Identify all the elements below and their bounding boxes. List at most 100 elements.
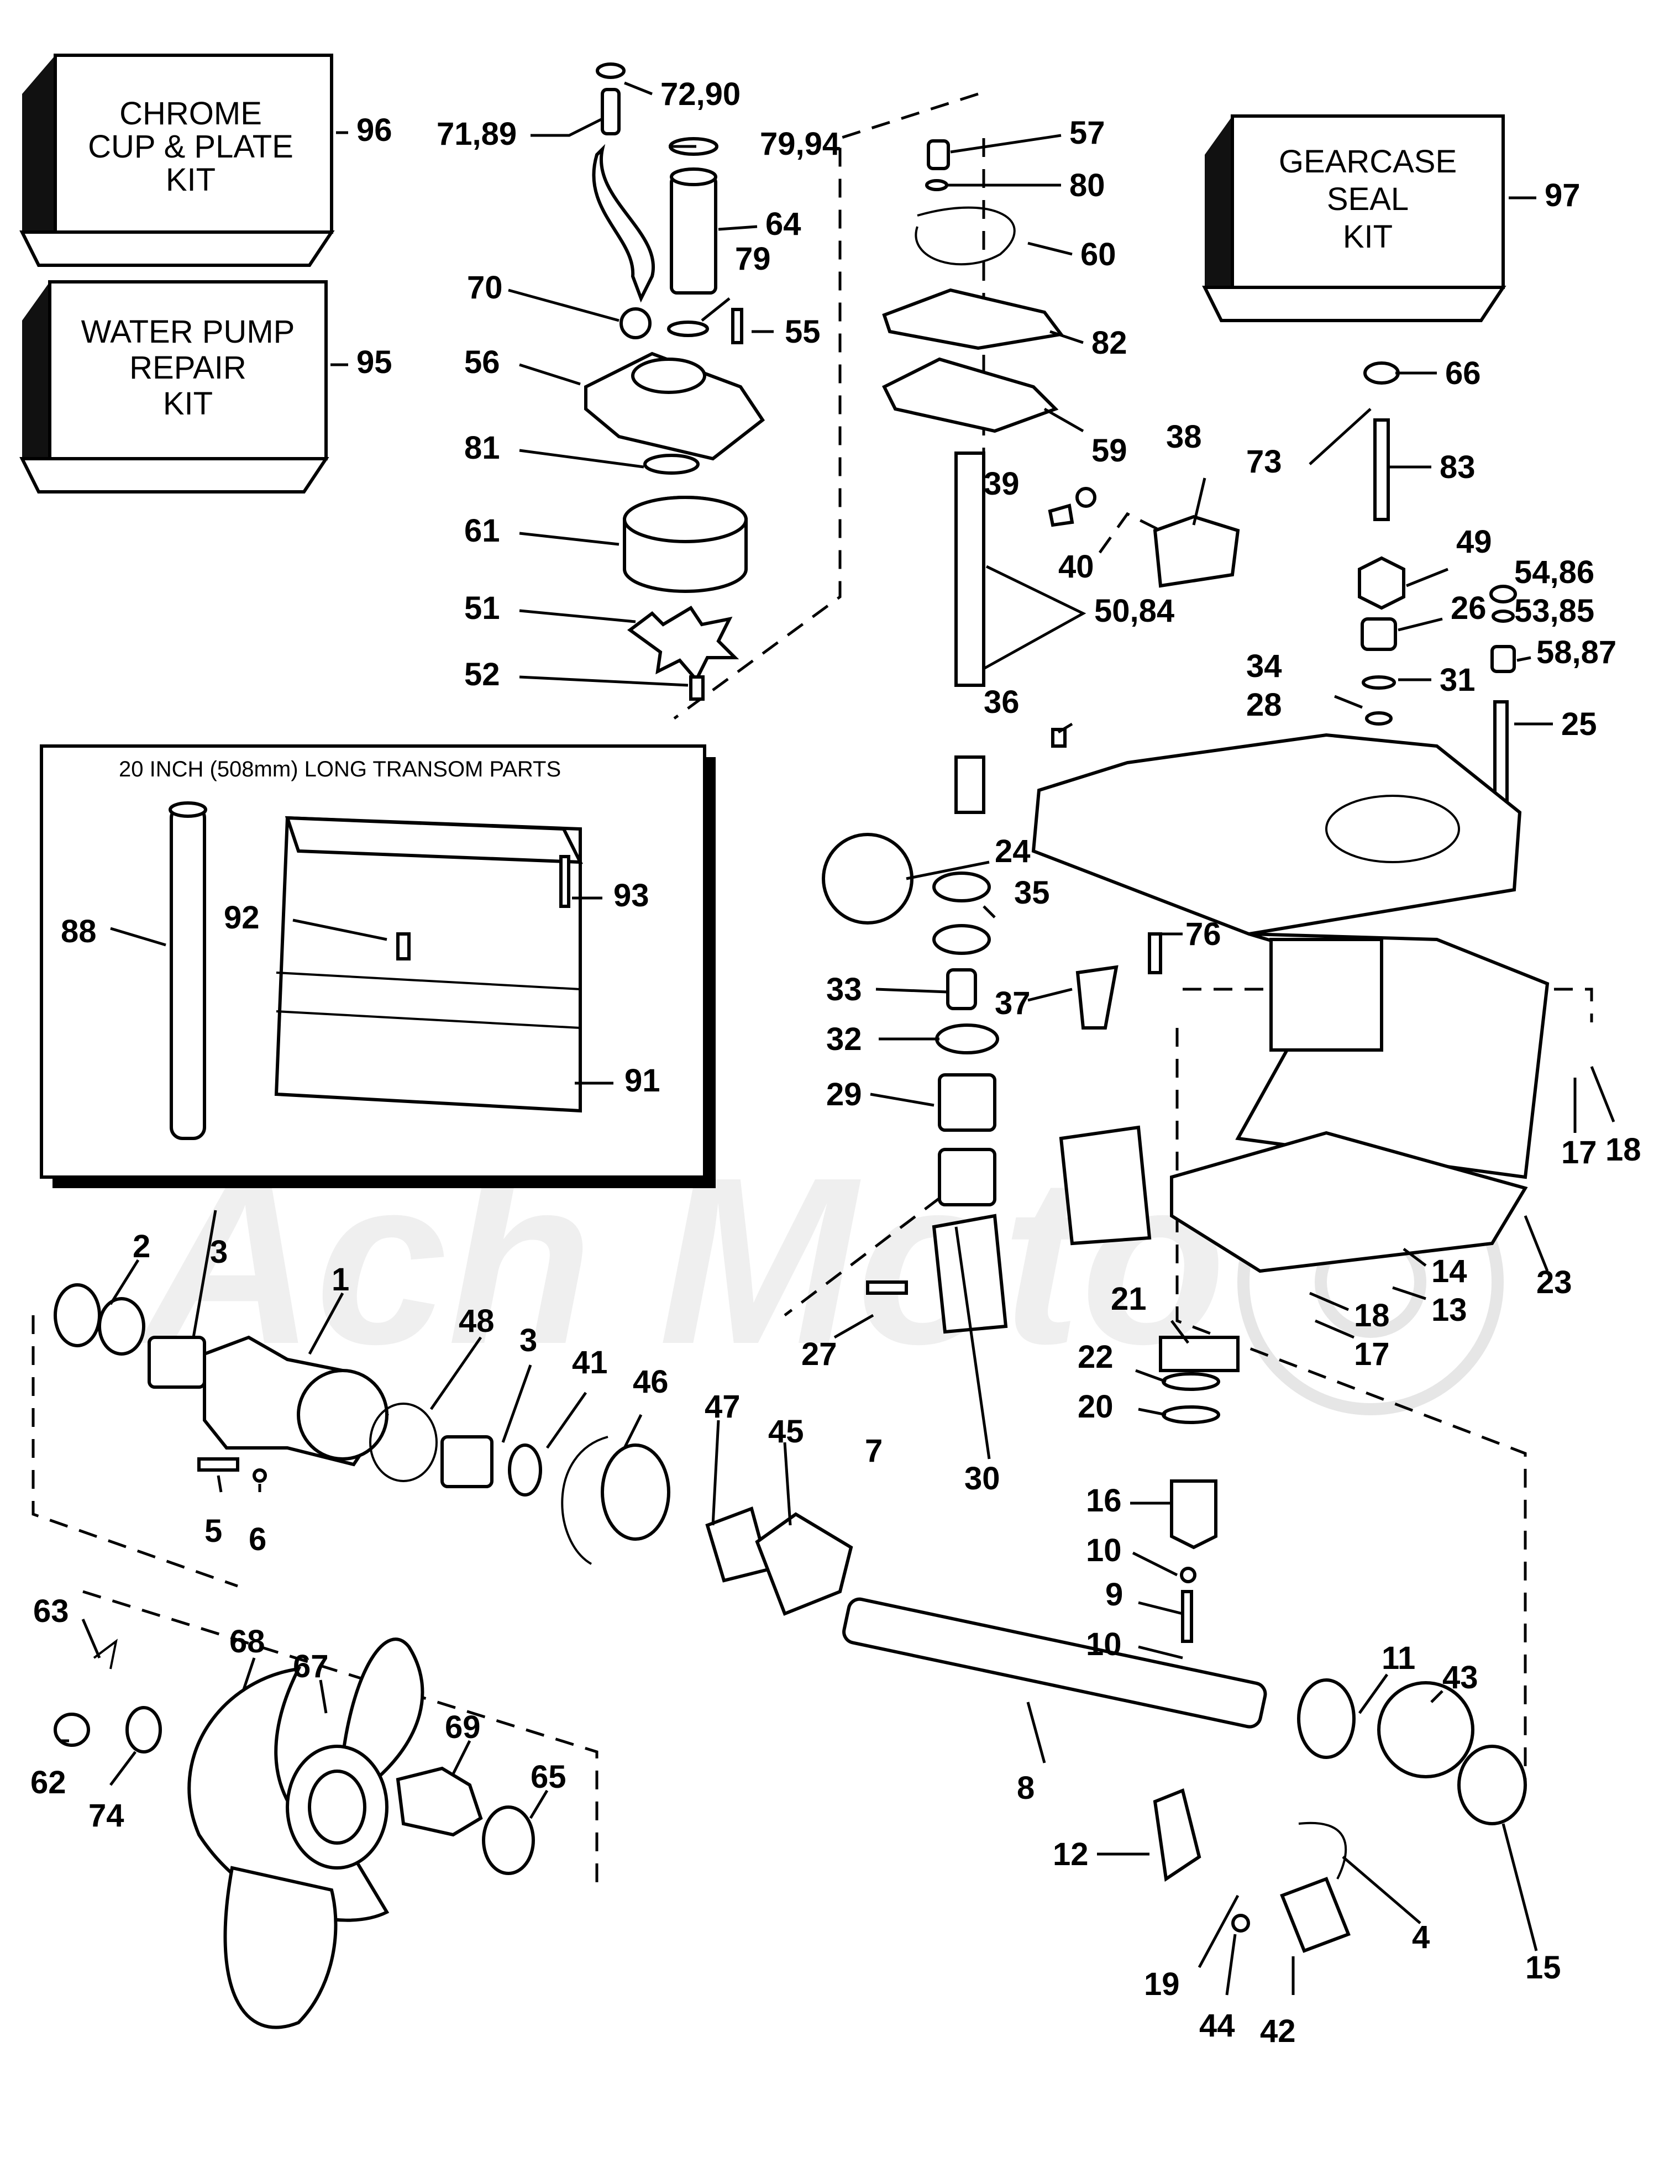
kit-number-95: 95 xyxy=(356,344,392,380)
callout-8: 8 xyxy=(1017,1770,1035,1806)
callout-50-84: 50,84 xyxy=(1094,593,1174,629)
callout-30: 30 xyxy=(964,1461,1000,1497)
water-pump-kit-box: WATER PUMP REPAIR KIT 95 xyxy=(19,280,392,494)
callout-79-94: 79,94 xyxy=(760,126,840,162)
callout-60: 60 xyxy=(1080,237,1116,272)
callout-14: 14 xyxy=(1431,1253,1467,1289)
callout-83: 83 xyxy=(1440,449,1476,485)
callout-56: 56 xyxy=(464,344,500,380)
gearcase-kit-line-1: GEARCASE xyxy=(1279,144,1457,180)
callout-3-right: 3 xyxy=(519,1322,537,1358)
callout-32: 32 xyxy=(826,1021,862,1057)
callout-1: 1 xyxy=(332,1262,349,1298)
callout-61: 61 xyxy=(464,513,500,549)
callout-15: 15 xyxy=(1525,1950,1561,1986)
prop-shaft-assembly xyxy=(54,1283,1527,1953)
callout-53-85: 53,85 xyxy=(1514,593,1594,629)
callout-27: 27 xyxy=(801,1336,837,1372)
callout-68: 68 xyxy=(229,1624,265,1660)
gearcase-kit-line-2: SEAL xyxy=(1327,181,1409,217)
callout-24: 24 xyxy=(995,833,1031,869)
long-transom-box: 20 INCH (508mm) LONG TRANSOM PARTS 88 92… xyxy=(40,744,716,1188)
callout-42: 42 xyxy=(1260,2013,1296,2049)
callout-19: 19 xyxy=(1144,1966,1180,2002)
callout-18-lower: 18 xyxy=(1354,1298,1390,1334)
callout-34: 34 xyxy=(1246,648,1282,684)
callout-41: 41 xyxy=(572,1345,608,1380)
callout-26: 26 xyxy=(1451,590,1487,626)
callout-74: 74 xyxy=(88,1798,124,1834)
water-pump-kit-line-1: WATER PUMP xyxy=(81,314,295,350)
label-88: 88 xyxy=(61,914,97,949)
callout-70: 70 xyxy=(467,270,503,306)
callout-6: 6 xyxy=(249,1521,266,1557)
callout-45: 45 xyxy=(768,1414,804,1450)
callout-80: 80 xyxy=(1069,167,1105,203)
gearcase-kit-box: GEARCASE SEAL KIT 97 xyxy=(1202,114,1581,322)
callout-7: 7 xyxy=(865,1433,883,1469)
callout-11: 11 xyxy=(1382,1640,1415,1676)
water-pump-kit-line-2: REPAIR xyxy=(129,350,246,386)
shift-rod-parts xyxy=(1358,361,1517,803)
callout-55: 55 xyxy=(785,314,821,350)
callout-2: 2 xyxy=(133,1229,150,1264)
callout-66: 66 xyxy=(1445,355,1481,391)
chrome-kit-box: CHROME CUP & PLATE KIT 96 xyxy=(19,54,392,267)
water-pump-parts xyxy=(584,62,765,701)
callout-40: 40 xyxy=(1058,549,1094,585)
callout-38: 38 xyxy=(1166,419,1202,455)
kit-number-96: 96 xyxy=(356,112,392,148)
water-pump-kit-line-3: KIT xyxy=(163,386,213,422)
callout-16: 16 xyxy=(1086,1483,1122,1519)
callout-4: 4 xyxy=(1412,1919,1430,1955)
callout-29: 29 xyxy=(826,1077,862,1112)
callout-69: 69 xyxy=(445,1709,481,1745)
chrome-kit-line-1: CHROME xyxy=(119,96,262,132)
gearcase-kit-line-3: KIT xyxy=(1343,219,1393,255)
callout-23: 23 xyxy=(1536,1264,1572,1300)
callout-82: 82 xyxy=(1091,325,1127,361)
callout-39: 39 xyxy=(984,466,1020,502)
propeller-assembly xyxy=(54,1637,535,2029)
callout-18-upper: 18 xyxy=(1605,1132,1641,1168)
callout-9: 9 xyxy=(1105,1577,1123,1613)
gearcase-housing xyxy=(1031,733,1550,1273)
callout-20: 20 xyxy=(1078,1389,1114,1425)
callout-12: 12 xyxy=(1053,1836,1089,1872)
callout-72-90: 72,90 xyxy=(660,76,741,112)
callout-47: 47 xyxy=(705,1389,741,1425)
chrome-kit-line-2: CUP & PLATE xyxy=(88,129,293,165)
callout-numbers: 72,90 71,89 79,94 64 79 70 55 56 81 61 5… xyxy=(30,76,1641,2049)
callout-31: 31 xyxy=(1440,662,1476,698)
long-transom-title: 20 INCH (508mm) LONG TRANSOM PARTS xyxy=(119,757,561,781)
callout-37: 37 xyxy=(995,985,1031,1021)
callout-17-upper: 17 xyxy=(1561,1135,1597,1170)
callout-65: 65 xyxy=(531,1759,566,1795)
callout-25: 25 xyxy=(1561,706,1597,742)
callout-48: 48 xyxy=(459,1303,495,1339)
callout-62: 62 xyxy=(30,1765,66,1800)
label-91: 91 xyxy=(624,1063,660,1099)
callout-36: 36 xyxy=(984,684,1020,720)
leader-lines xyxy=(61,81,1615,1996)
callout-33: 33 xyxy=(826,972,862,1007)
callout-17-lower: 17 xyxy=(1354,1336,1390,1372)
callout-54-86: 54,86 xyxy=(1514,554,1594,590)
pump-plate-and-driveshaft xyxy=(881,139,1240,814)
callout-28: 28 xyxy=(1246,687,1282,723)
callout-5: 5 xyxy=(204,1513,222,1549)
callout-67: 67 xyxy=(293,1649,329,1684)
kit-number-97: 97 xyxy=(1545,177,1581,213)
callout-81: 81 xyxy=(464,430,500,466)
callout-52: 52 xyxy=(464,657,500,692)
callout-3-left: 3 xyxy=(210,1234,228,1270)
callout-46: 46 xyxy=(633,1364,669,1400)
callout-63: 63 xyxy=(33,1593,69,1629)
callout-43: 43 xyxy=(1442,1660,1478,1695)
callout-44: 44 xyxy=(1199,2008,1235,2044)
callout-73: 73 xyxy=(1246,444,1282,480)
callout-51: 51 xyxy=(464,590,500,626)
label-93: 93 xyxy=(613,878,649,914)
callout-10-lower: 10 xyxy=(1086,1626,1122,1662)
callout-22: 22 xyxy=(1078,1339,1114,1375)
